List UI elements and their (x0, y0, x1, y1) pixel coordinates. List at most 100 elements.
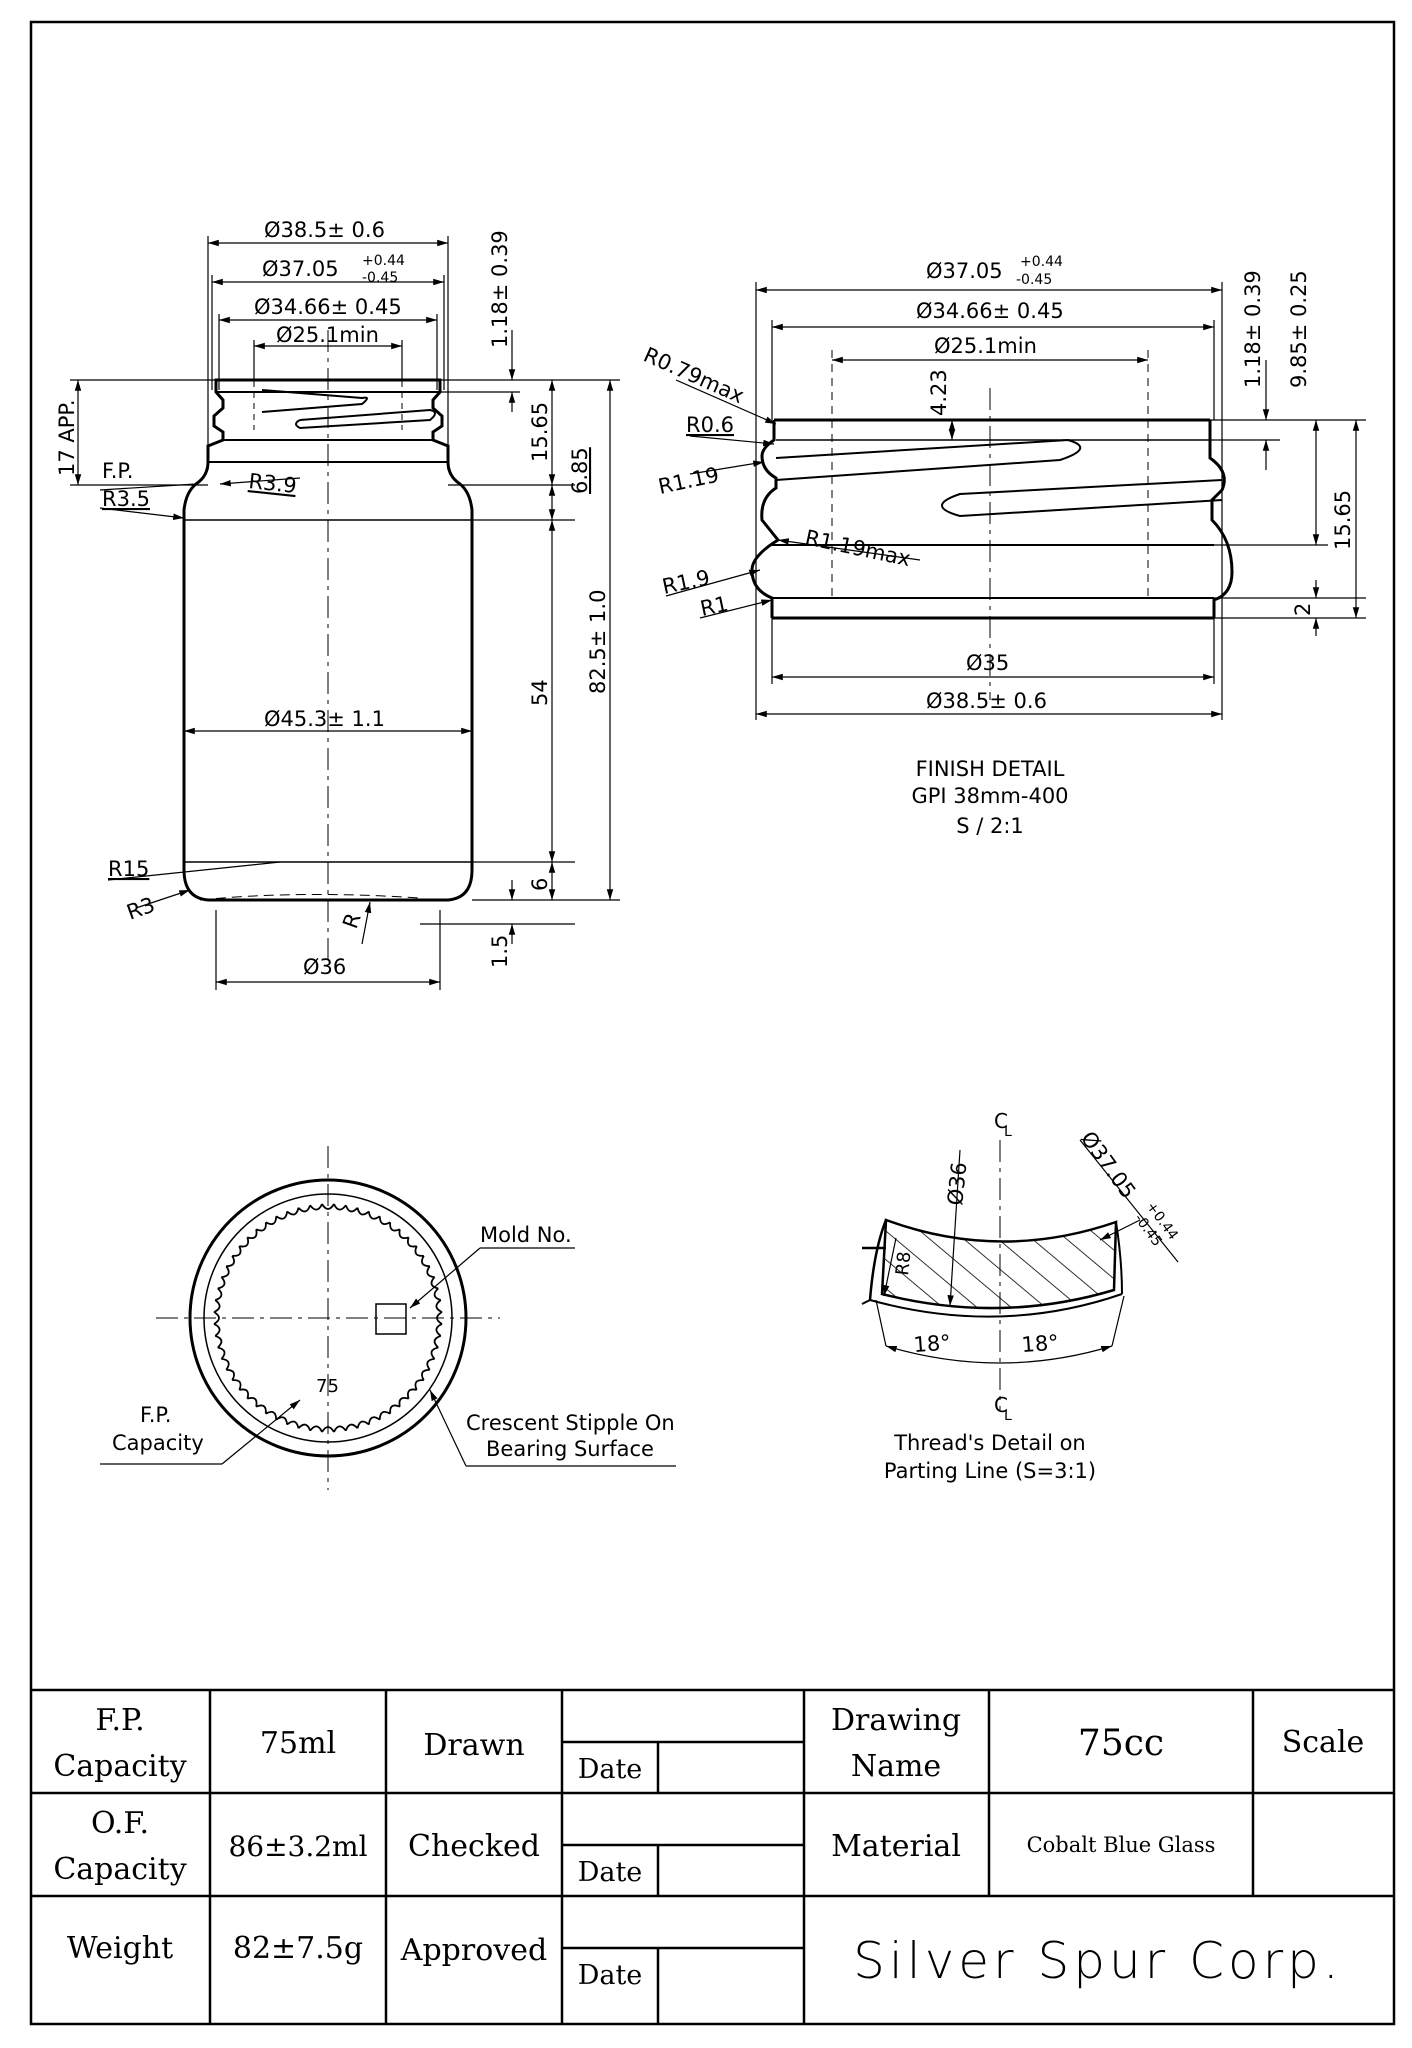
crescent-stipple (255, 1222, 267, 1232)
finish-dim-outer-diameter: Ø38.5± 0.6 (926, 689, 1047, 713)
crescent-stipple (217, 1346, 226, 1360)
crescent-stipple (356, 1207, 370, 1216)
finish-caption-title: FINISH DETAIL (916, 757, 1065, 781)
tb-company-name: Silver Spur Corp. (853, 1932, 1343, 1990)
crescent-stipple (398, 1396, 409, 1407)
crescent-stipple (265, 1411, 278, 1420)
tb-material-value: Cobalt Blue Glass (1027, 1833, 1216, 1857)
mold-number-box (375, 1303, 407, 1335)
finish-caption-spec: GPI 38mm-400 (911, 784, 1068, 808)
tb-drawing-name-label-1: Drawing (831, 1703, 961, 1738)
finish-dim-thread-tol-upper: +0.44 (1020, 254, 1063, 270)
finish-dim-band-height: 2 (1291, 603, 1315, 616)
tb-of-capacity-value: 86±3.2ml (228, 1830, 367, 1863)
centerline-symbol-top: C (994, 1109, 1008, 1133)
tb-fp-capacity-value: 75ml (260, 1726, 336, 1761)
thread-2 (295, 408, 436, 430)
crescent-stipple (414, 1379, 424, 1391)
label-fp-capacity-line-1: F.P. (140, 1403, 171, 1427)
thread-dim-radius: R8 (892, 1250, 915, 1276)
crescent-stipple (367, 1416, 381, 1425)
crescent-stipple (309, 1425, 323, 1433)
crescent-stipple (213, 1299, 221, 1313)
tb-material-label: Material (831, 1829, 961, 1864)
crescent-stipple (214, 1287, 223, 1301)
finish-dim-bore-diameter: Ø25.1min (934, 334, 1037, 358)
label-capacity-mark: 75 (316, 1376, 339, 1397)
thread-caption-line-2: Parting Line (S=3:1) (884, 1459, 1096, 1483)
finish-dim-thread-tol-lower: -0.45 (1016, 272, 1052, 288)
crescent-stipple (221, 1265, 230, 1279)
tb-fp-capacity-label-1: F.P. (95, 1703, 144, 1738)
finish-dim-thread-start: 4.23 (927, 369, 951, 416)
bottle-dimension-labels: Ø38.5± 0.6 Ø37.05 +0.44 -0.45 Ø34.66± 0.… (55, 218, 610, 979)
crescent-stipple (436, 1311, 443, 1325)
crescent-stipple (286, 1207, 300, 1216)
centerline-symbol-bottom: C (994, 1393, 1008, 1417)
thread-caption-line-1: Thread's Detail on (893, 1431, 1086, 1455)
thread-section-hatched (880, 1218, 1118, 1310)
crescent-stipple (275, 1416, 289, 1425)
crescent-stipple (309, 1203, 323, 1211)
crescent-stipple (275, 1211, 289, 1220)
finish-thread-lower (941, 479, 1223, 518)
thread-dim-base-diameter: Ø36 (943, 1161, 971, 1207)
crescent-stipple (217, 1276, 226, 1290)
tb-approved-label: Approved (400, 1933, 547, 1968)
dim-neck-height: 6.85 (568, 447, 592, 494)
tb-of-capacity-label-2: Capacity (53, 1852, 186, 1887)
dim-base-diameter: Ø36 (303, 955, 346, 979)
tb-drawing-name-value: 75cc (1078, 1723, 1164, 1764)
crescent-stipple (433, 1287, 442, 1301)
crescent-stipple (406, 1388, 417, 1399)
label-stipple-line-2: Bearing Surface (486, 1437, 654, 1461)
crescent-stipple (239, 1388, 250, 1399)
crescent-stipple (389, 1222, 401, 1232)
crescent-stipple-ring (213, 1203, 443, 1433)
crescent-stipple (321, 1203, 335, 1210)
bottle-dimensions (70, 236, 620, 990)
dim-heel-height: 6 (528, 878, 552, 891)
dim-thread-tol-upper: +0.44 (362, 253, 405, 269)
dim-push-up-height: 1.5 (488, 935, 512, 968)
thread-detail-view (861, 1139, 1179, 1410)
crescent-stipple (435, 1323, 443, 1337)
crescent-stipple (421, 1255, 430, 1268)
crescent-stipple (378, 1411, 391, 1420)
tb-drawing-name-label-2: Name (851, 1749, 941, 1784)
finish-dim-bead-diameter: Ø35 (966, 651, 1009, 675)
thread-dim-angle-left: 18° (913, 1330, 952, 1357)
crescent-stipple (345, 1204, 359, 1213)
dim-bore-diameter: Ø25.1min (276, 323, 379, 347)
finish-dim-radius-5: R1.9 (660, 565, 712, 598)
dim-fill-point-height: 17 APP. (55, 400, 79, 477)
finish-dim-radius-3: R1.19 (656, 463, 721, 499)
tb-checked-label: Checked (408, 1829, 540, 1864)
crescent-stipple (297, 1204, 311, 1213)
tb-scale-label: Scale (1282, 1725, 1365, 1760)
crescent-stipple (214, 1335, 223, 1349)
tb-date-label-2: Date (578, 1857, 643, 1888)
thread-1 (261, 389, 368, 413)
crescent-stipple (414, 1245, 424, 1257)
crescent-stipple (345, 1423, 359, 1432)
crescent-stipple (367, 1211, 381, 1220)
finish-dim-thread-top-height: 1.18± 0.39 (1241, 270, 1265, 388)
crescent-stipple (430, 1346, 439, 1360)
crescent-stipple (255, 1404, 267, 1414)
crescent-stipple (356, 1420, 370, 1429)
crescent-stipple (226, 1368, 235, 1381)
title-block (31, 1688, 1394, 2024)
finish-outline-right (1208, 420, 1234, 618)
crescent-stipple (389, 1404, 401, 1414)
crescent-stipple (247, 1229, 258, 1240)
crescent-stipple (421, 1368, 430, 1381)
finish-dim-root-diameter: Ø34.66± 0.45 (916, 299, 1064, 323)
crescent-stipple (221, 1357, 230, 1371)
bottle-elevation-view (182, 330, 474, 960)
crescent-stipple (232, 1245, 242, 1257)
finish-detail-view (750, 350, 1234, 700)
crescent-stipple (398, 1229, 409, 1240)
dim-radius-push-up: R (338, 910, 366, 932)
